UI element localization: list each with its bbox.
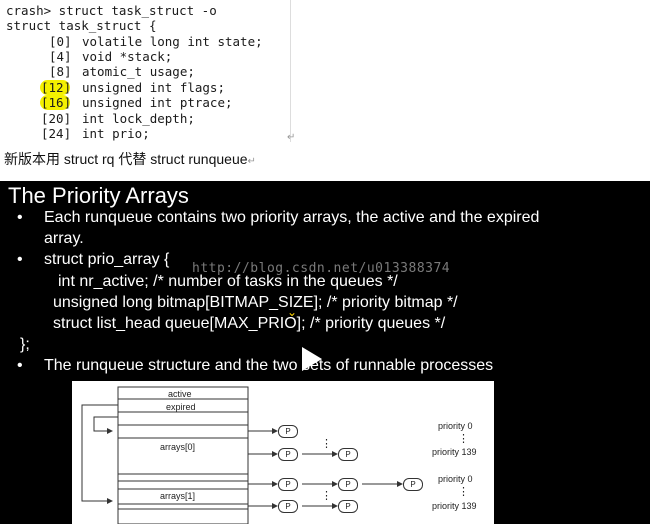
field-offset: [16] (41, 95, 72, 110)
priority0-label: priority 0 (438, 421, 473, 431)
field-decl: volatile long int state; (82, 34, 263, 49)
return-mark: ↵ (287, 132, 296, 143)
priority139-label: priority 139 (432, 447, 477, 457)
priority139-label: priority 139 (432, 501, 477, 511)
field-offset: [20] (41, 111, 72, 126)
process-node: P (278, 500, 298, 513)
slide: The Priority Arrays • Each runqueue cont… (0, 181, 650, 524)
bullet1-line1: Each runqueue contains two priority arra… (44, 209, 540, 226)
process-node: P (403, 478, 423, 491)
terminal-prompt: crash> struct task_struct -o (6, 3, 217, 18)
slide-title: The Priority Arrays (8, 183, 189, 208)
diagram-lines (81, 386, 403, 524)
highlight-12 (40, 80, 70, 95)
process-node: P (338, 500, 358, 513)
field-decl: unsigned int flags; (82, 80, 225, 95)
caption-label: 新版本用 struct rq 代替 struct runqueue (4, 151, 248, 167)
mouse-cursor: ⌄ (287, 305, 298, 319)
field-offset: [12] (41, 80, 72, 95)
process-node: P (338, 478, 358, 491)
bullet1-line2: array. (44, 230, 84, 247)
watermark: http://blog.csdn.net/u013388374 (192, 261, 451, 276)
bullet3: The runqueue structure and the two sets … (44, 357, 494, 374)
field-decl: atomic_t usage; (82, 64, 195, 79)
bullet2-line1: struct prio_array { (44, 251, 170, 268)
priority0-label: priority 0 (438, 474, 473, 484)
field-decl: unsigned int ptrace; (82, 95, 233, 110)
bullet-marker: • (17, 251, 23, 268)
field-decl: int lock_depth; (82, 111, 195, 126)
closing-brace: }; (20, 336, 30, 353)
field-decl: int prio; (82, 126, 150, 141)
highlight-16 (40, 95, 70, 110)
vertical-dots: ⋮ (458, 433, 469, 445)
field-offset: [4] (49, 49, 72, 64)
caption-text: 新版本用 struct rq 代替 struct runqueue↵ (4, 149, 256, 169)
code-line-1: int nr_active; /* number of tasks in the… (58, 273, 398, 290)
process-node: P (278, 448, 298, 461)
expired-label: expired (166, 402, 196, 412)
arrays0-label: arrays[0] (160, 442, 196, 452)
vertical-dots: ⋮ (321, 490, 332, 502)
terminal-screenshot: crash> struct task_struct -o struct task… (0, 0, 291, 142)
bullet-marker: • (17, 209, 23, 226)
caption-return-mark: ↵ (247, 156, 256, 167)
active-label: active (168, 389, 192, 399)
arrays1-label: arrays[1] (160, 491, 196, 501)
runqueue-diagram: active expired arrays[0] arrays[1] P P P… (72, 381, 494, 524)
field-decl: void *stack; (82, 49, 173, 64)
vertical-dots: ⋮ (321, 438, 332, 450)
process-node: P (338, 448, 358, 461)
vertical-dots: ⋮ (458, 486, 469, 498)
field-offset: [0] (49, 34, 72, 49)
process-node: P (278, 478, 298, 491)
process-node: P (278, 425, 298, 438)
bullet-marker: • (17, 357, 23, 374)
code-line-3: struct list_head queue[MAX_PRIO]; /* pri… (53, 315, 446, 332)
field-offset: [24] (41, 126, 72, 141)
code-line-2: unsigned long bitmap[BITMAP_SIZE]; /* pr… (53, 294, 458, 311)
play-icon[interactable] (302, 347, 322, 371)
struct-header: struct task_struct { (6, 18, 157, 33)
field-offset: [8] (49, 64, 72, 79)
